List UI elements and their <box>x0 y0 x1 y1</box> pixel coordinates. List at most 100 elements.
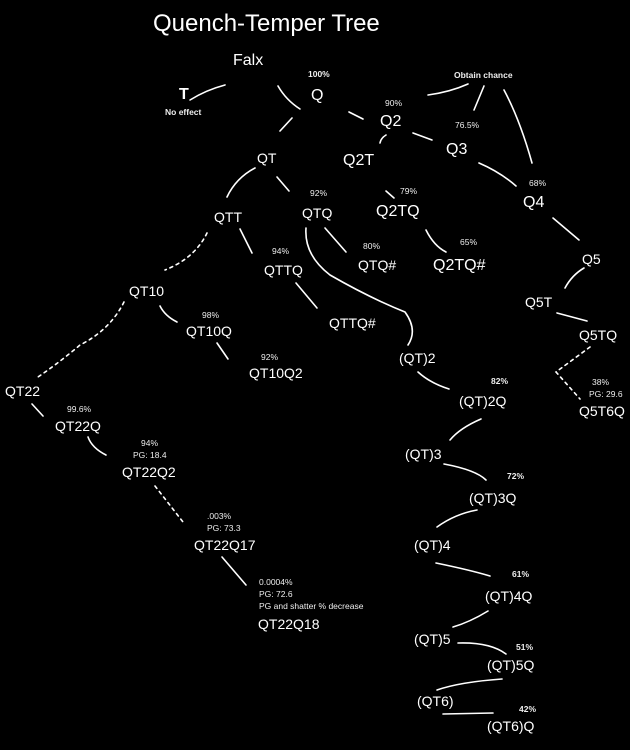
edge-q2-q2t <box>379 134 387 144</box>
node-qt-5: (QT)5 <box>414 631 451 647</box>
edge-falx-t <box>189 84 226 101</box>
edge-qt6-qt6q <box>442 712 494 715</box>
obtain-chance-label: Obtain chance <box>454 70 513 80</box>
node-qt-2: (QT)2 <box>399 350 436 366</box>
node-q4: Q4 <box>523 194 545 211</box>
node-q2tq: Q2TQ <box>376 203 420 220</box>
edge-q2tq-q2tqhash <box>425 229 447 253</box>
node-qt10q-pct: 98% <box>202 310 220 320</box>
edge-qt10q-qt10q2 <box>216 342 229 360</box>
node-q2tq-hash: Q2TQ# <box>433 257 486 274</box>
edge-q2t-q2tq <box>385 190 395 199</box>
edge-qt-qtq <box>276 176 290 192</box>
node-q5tq: Q5TQ <box>579 327 618 343</box>
node-q5t6q-pg: PG: 29.6 <box>589 389 623 399</box>
edge-qt22-qt22q <box>31 403 44 417</box>
node-q-pct: 100% <box>308 69 330 79</box>
node-t-note: No effect <box>165 107 202 117</box>
node-qt22q17: QT22Q17 <box>194 537 256 553</box>
node-q5t6q: Q5T6Q <box>579 403 625 419</box>
node-qttq: QTTQ <box>264 262 303 278</box>
node-qt-3: (QT)3 <box>405 446 442 462</box>
node-qt6q-pct: 42% <box>519 704 537 714</box>
node-q5t6q-pct: 38% <box>592 377 610 387</box>
edge-qt22q17-qt22q18 <box>221 556 247 586</box>
node-qt10q2-pct: 92% <box>261 352 279 362</box>
node-q5: Q5 <box>582 251 601 267</box>
node-q2-pct: 90% <box>385 98 403 108</box>
edge-qtt-qt10 <box>164 232 208 271</box>
node-q4-pct: 68% <box>529 178 547 188</box>
node-qt22q18-pct: 0.0004% <box>259 577 293 587</box>
node-qt6: (QT6) <box>417 693 454 709</box>
node-qt10q: QT10Q <box>186 323 232 339</box>
edge-obtain-q2 <box>427 83 469 96</box>
node-qttq-pct: 94% <box>272 246 290 256</box>
node-q5t: Q5T <box>525 294 553 310</box>
edge-obtain-q3pct <box>473 85 485 111</box>
edge-qt2-qt2q <box>417 371 450 390</box>
edge-q3-q4 <box>478 162 517 187</box>
node-qt22q18: QT22Q18 <box>258 616 320 632</box>
node-qt22q2: QT22Q2 <box>122 464 176 480</box>
node-qt22q17-pct: .003% <box>207 511 232 521</box>
node-qt22q2-pg: PG: 18.4 <box>133 450 167 460</box>
edge-qt3-qt3q <box>443 463 487 481</box>
node-q: Q <box>311 87 324 104</box>
page-title: Quench-Temper Tree <box>153 10 380 37</box>
edge-qt-qtt <box>226 167 256 198</box>
edge-q-q2 <box>348 111 364 120</box>
node-qt-2q-pct: 82% <box>491 376 509 386</box>
node-qt-5q: (QT)5Q <box>487 657 535 673</box>
edge-q5-q5t <box>564 267 585 289</box>
node-t: T <box>179 86 189 103</box>
node-qt-4q-pct: 61% <box>512 569 530 579</box>
edge-qtq-qt2 <box>305 227 414 346</box>
edge-qtt-qttq <box>239 228 253 254</box>
node-qt22q17-pg: PG: 73.3 <box>207 523 241 533</box>
node-qt-4: (QT)4 <box>414 537 451 553</box>
edge-qt2q-qt3 <box>449 418 482 441</box>
node-qtq-hash: QTQ# <box>358 257 397 273</box>
node-q3: Q3 <box>446 141 468 158</box>
node-qtq-pct: 92% <box>310 188 328 198</box>
node-qt-4q: (QT)4Q <box>485 588 533 604</box>
edge-qt4-qt4q <box>435 562 491 577</box>
node-q3-pct: 76.5% <box>455 120 480 130</box>
node-q2t: Q2T <box>343 152 375 169</box>
edge-q5t-q5tq <box>556 312 588 322</box>
edge-qt5q-qt6 <box>436 678 503 691</box>
node-qt22: QT22 <box>5 383 41 399</box>
node-qtt: QTT <box>214 209 242 225</box>
edge-qt3q-qt4 <box>436 509 478 528</box>
node-qt: QT <box>257 150 277 166</box>
node-qt22q: QT22Q <box>55 418 101 434</box>
node-qt22q18-pg: PG: 72.6 <box>259 589 293 599</box>
node-qt-5q-pct: 51% <box>516 642 534 652</box>
edge-falx-q <box>277 85 301 110</box>
edge-q4-q5 <box>552 217 580 241</box>
edge-qt5-qt5q <box>457 642 507 655</box>
node-qt-3q: (QT)3Q <box>469 490 517 506</box>
node-q2: Q2 <box>380 113 402 130</box>
node-qt22q18-note: PG and shatter % decrease <box>259 601 364 611</box>
node-qt22q-pct: 99.6% <box>67 404 92 414</box>
edge-qt22q2-qt22q17 <box>154 485 184 523</box>
node-falx: Falx <box>233 52 264 69</box>
edge-qt10-qt10q <box>159 305 178 323</box>
edge-q5tq-q5t6q <box>554 346 591 400</box>
node-q2tq-pct: 79% <box>400 186 418 196</box>
node-qt-2q: (QT)2Q <box>459 393 507 409</box>
edge-qtq-qtqhash <box>324 227 347 253</box>
edge-qt10-qt22 <box>37 301 125 378</box>
node-qttq-hash: QTTQ# <box>329 315 376 331</box>
edge-q2-q3 <box>412 132 433 141</box>
edge-qt22q-qt22q2 <box>87 436 107 456</box>
edge-qttq-qttqhash <box>295 282 318 309</box>
node-qt10q2: QT10Q2 <box>249 365 303 381</box>
node-qtq: QTQ <box>302 205 333 221</box>
edge-obtain-q4 <box>503 89 533 164</box>
node-q2tq-hash-pct: 65% <box>460 237 478 247</box>
